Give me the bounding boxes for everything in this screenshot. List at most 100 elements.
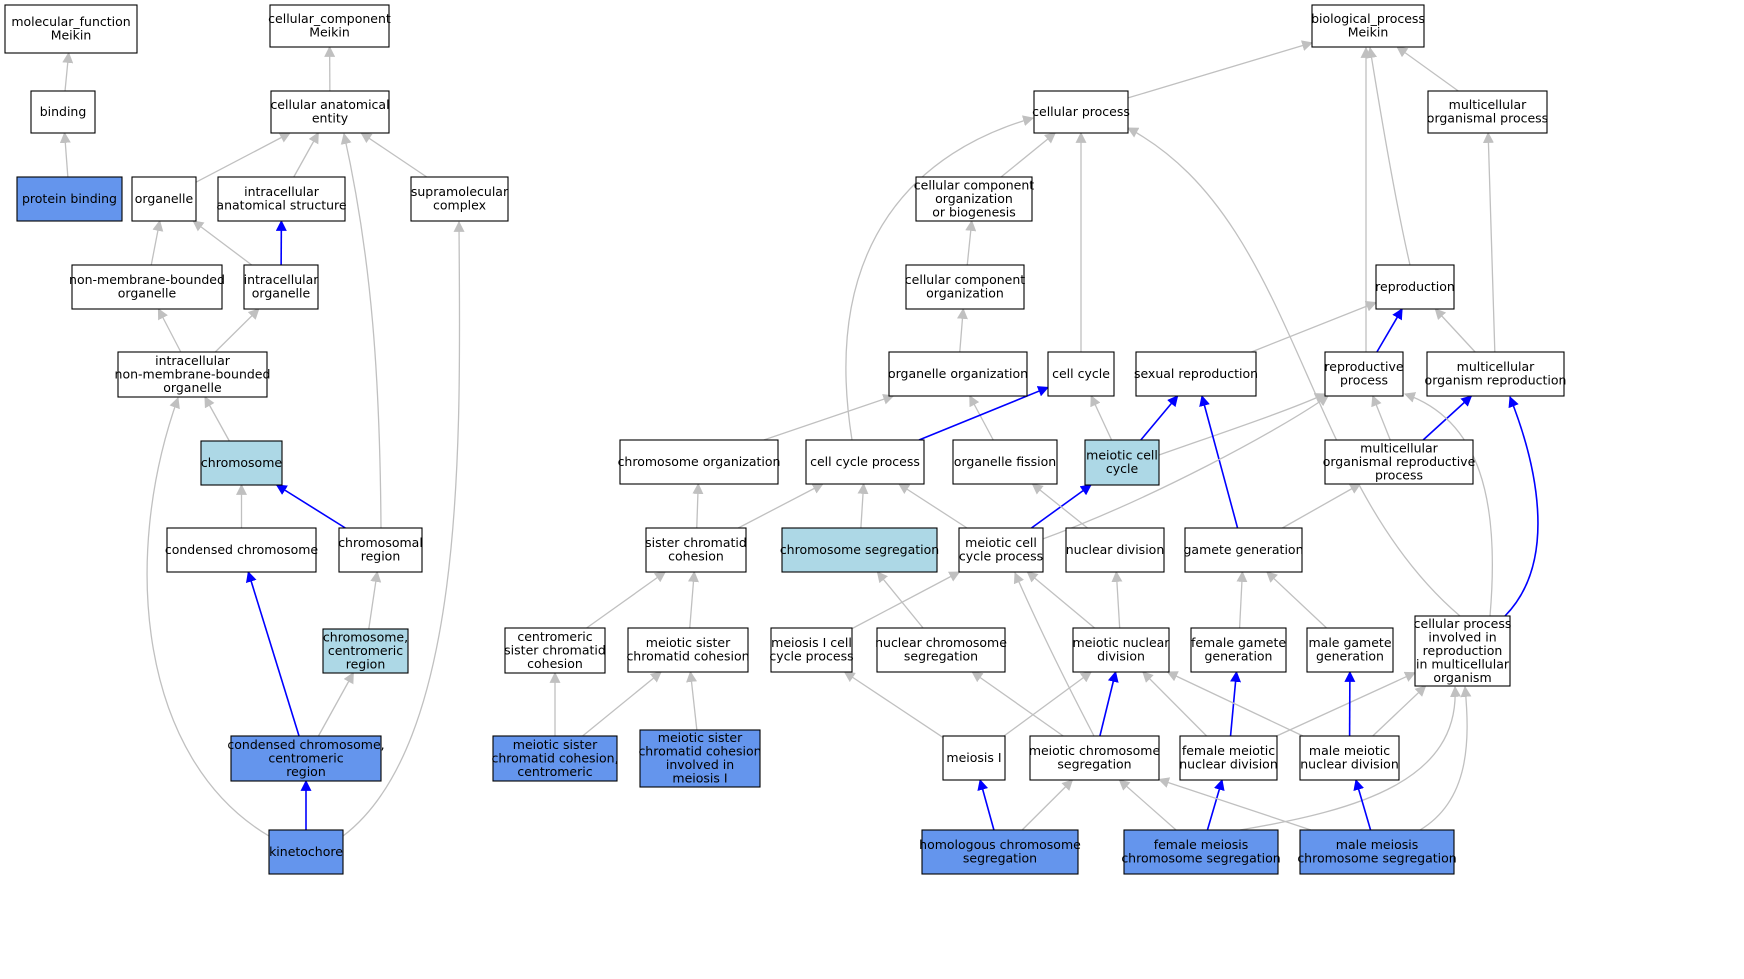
edge-line [1031, 483, 1088, 529]
node-label-line: cellular component [914, 177, 1034, 192]
node-label-line: cycle process [769, 649, 853, 664]
edge-mcc-to-rp [1158, 393, 1327, 456]
edge-nd-to-of [1031, 483, 1088, 529]
edge-line [857, 482, 869, 529]
node-label-line: gamete generation [1183, 542, 1303, 557]
edge-line [317, 672, 354, 737]
edge-line [582, 671, 662, 737]
node-label-line: involved in [666, 757, 734, 772]
node-label-line: organelle fission [954, 454, 1056, 469]
go-term-node-condensed: condensed chromosome [165, 527, 318, 573]
node-label-line: segregation [904, 649, 978, 664]
node-label-line: cohesion [668, 549, 724, 564]
node-box [322, 628, 409, 674]
edge-cco-to-ccob [965, 219, 977, 266]
go-term-node-organelle: organelle [131, 176, 197, 222]
edge-line [214, 308, 260, 353]
edge-scc-to-co [692, 482, 704, 529]
edge-line [1003, 671, 1092, 737]
edge-cpirmo-to-cp [1127, 127, 1461, 617]
node-label-line: chromatid cohesion, [491, 750, 618, 765]
edge-organelle-to-cae [195, 132, 291, 183]
edge-line [150, 219, 164, 266]
node-label-line: cycle [1106, 461, 1139, 476]
node-box [268, 829, 344, 875]
node-box [269, 4, 390, 48]
edge-nmbo-to-organelle [150, 219, 164, 266]
node-box [1324, 439, 1474, 485]
go-term-node-protein_binding: protein binding [16, 176, 123, 222]
node-label-line: anatomical structure [216, 198, 346, 213]
node-box [1135, 351, 1257, 397]
node-label-line: organelle [163, 380, 222, 395]
edge-line [59, 131, 71, 178]
node-box [338, 527, 423, 573]
edge-mor-to-repro [1434, 308, 1476, 353]
edge-line [965, 219, 977, 266]
go-term-node-binding: binding [30, 90, 96, 134]
node-label-line: chromatid cohesion [626, 649, 749, 664]
node-box [888, 351, 1028, 397]
edge-line [204, 396, 230, 442]
node-label-line: multicellular [1457, 359, 1536, 374]
edge-cpirmo-to-mor [1504, 395, 1539, 617]
node-label-line: meiotic sister [513, 737, 598, 752]
edge-line [1099, 670, 1119, 737]
edge-line [1504, 395, 1539, 617]
node-box [915, 176, 1033, 222]
edge-line [843, 671, 944, 738]
edge-line [956, 307, 968, 353]
edge-line [1229, 670, 1242, 737]
node-label-line: cellular process [1414, 616, 1512, 631]
node-label-line: non-membrane-bounded [69, 272, 225, 287]
go-term-node-sr: sexual reproduction [1134, 351, 1258, 397]
edge-line [898, 483, 968, 529]
node-label-line: meiotic sister [658, 730, 743, 745]
node-label-line: meiotic sister [646, 635, 731, 650]
edge-mop-to-bp [1396, 46, 1459, 92]
node-box [16, 176, 123, 222]
node-label-line: reproductive [1324, 359, 1404, 374]
edge-line [1199, 394, 1239, 529]
edge-line [1403, 392, 1494, 617]
node-label-line: nuclear division [1066, 542, 1165, 557]
node-label-line: non-membrane-bounded [115, 366, 271, 381]
node-label-line: centromeric [517, 629, 592, 644]
node-label-line: molecular_function [11, 14, 130, 29]
go-term-node-nd: nuclear division [1065, 527, 1165, 573]
edge-chromosome-to-inmbo [204, 396, 230, 442]
edge-binding-to-mf [62, 51, 74, 92]
edge-line [977, 778, 995, 831]
node-label-line: meiosis I cell [771, 635, 852, 650]
node-label-line: sister chromatid [504, 642, 606, 657]
node-label-line: generation [1316, 649, 1384, 664]
node-box [770, 627, 853, 673]
node-label-line: centromeric [268, 750, 343, 765]
node-box [1426, 351, 1565, 397]
node-label-line: process [1375, 467, 1423, 482]
edge-line [360, 132, 428, 178]
node-box [876, 627, 1006, 673]
edge-line [195, 132, 291, 183]
edge-kinetochore-to-supra [342, 220, 465, 837]
node-label-line: centromeric [517, 764, 592, 779]
edge-line [1111, 570, 1123, 629]
edge-mmcs-to-mcs [1157, 777, 1312, 831]
edge-line [1013, 571, 1095, 737]
edge-line [969, 395, 994, 441]
edge-ccentreg-to-centreg [317, 672, 354, 737]
edge-gg-to-morp [1282, 483, 1362, 529]
node-box [492, 735, 618, 782]
node-box [270, 90, 390, 134]
edge-line [245, 570, 300, 737]
node-label-line: generation [1205, 649, 1273, 664]
node-box [1306, 627, 1394, 673]
